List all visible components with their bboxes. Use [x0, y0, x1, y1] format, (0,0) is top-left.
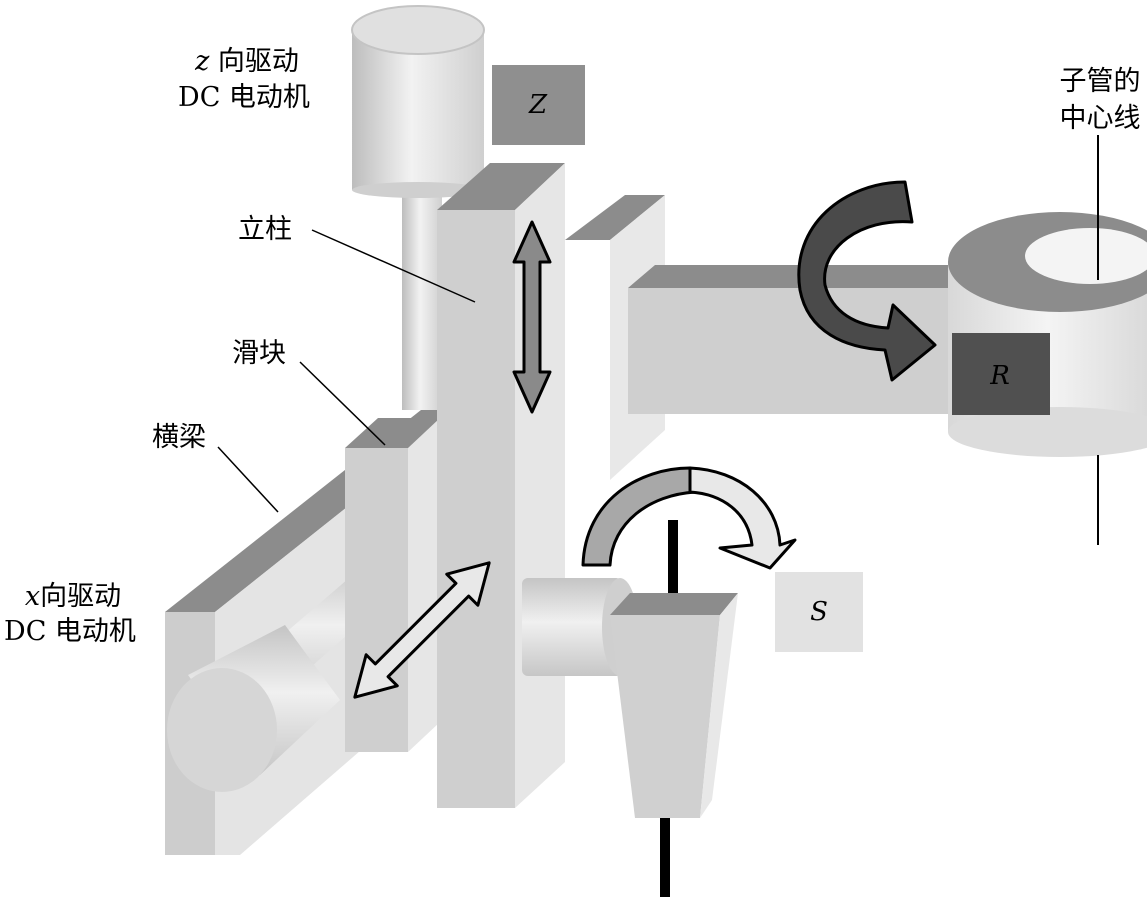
column-back-top [565, 195, 665, 240]
x-motor-face [167, 668, 277, 792]
tube-center-label-line1: 子管的 [1060, 66, 1141, 97]
r-axis-label: R [989, 361, 1010, 391]
z-motor-top [351, 5, 485, 55]
arm [628, 265, 1000, 414]
roller-front [610, 615, 720, 818]
slider-leader [299, 361, 386, 446]
z-motor-label-line2: DC 电动机 [178, 82, 310, 113]
z-motor-shaft [402, 185, 442, 410]
slider-front [345, 448, 408, 752]
z-motor-var: z [194, 46, 210, 77]
s-motor-body [522, 578, 622, 676]
beam-leader [217, 446, 279, 513]
beam-label: 横梁 [152, 422, 206, 453]
r-rotation-arrow [797, 180, 937, 382]
z-axis-label: Z [528, 90, 548, 120]
s-drive [522, 520, 738, 897]
x-motor-label-line1: x向驱动 [25, 581, 121, 612]
slider [345, 418, 440, 752]
tube-center-label-line2: 中心线 [1060, 103, 1141, 134]
z-motion-arrow [512, 220, 552, 414]
roller-top [610, 593, 738, 615]
slider-side [408, 418, 440, 752]
z-motor-bottom [352, 182, 484, 198]
s-axis-label: S [810, 597, 828, 627]
ring-bottom [948, 407, 1147, 457]
slider-top [345, 418, 440, 448]
x-motor-var: x [25, 581, 40, 612]
x-motor-text: 向驱动 [40, 581, 121, 612]
z-axis-box [492, 65, 585, 145]
z-motor-body [352, 30, 484, 190]
s-rotation-arrow-right [688, 466, 797, 570]
s-rotation-arrow-left [581, 466, 697, 567]
ring-hole [1025, 228, 1147, 284]
r-axis-box [952, 333, 1050, 415]
column-front [437, 210, 515, 808]
x-motor-label-line2: DC 电动机 [4, 616, 136, 647]
z-motor [351, 5, 485, 410]
slider-label: 滑块 [232, 338, 286, 369]
column-label: 立柱 [238, 214, 292, 245]
z-motor-label-line1: z 向驱动 [194, 46, 299, 77]
s-axis-box [775, 572, 863, 652]
roller-side [700, 593, 738, 818]
column-leader [311, 229, 476, 303]
z-motor-text: 向驱动 [218, 46, 299, 77]
x-motion-arrow [353, 561, 491, 699]
column-top [437, 163, 565, 210]
